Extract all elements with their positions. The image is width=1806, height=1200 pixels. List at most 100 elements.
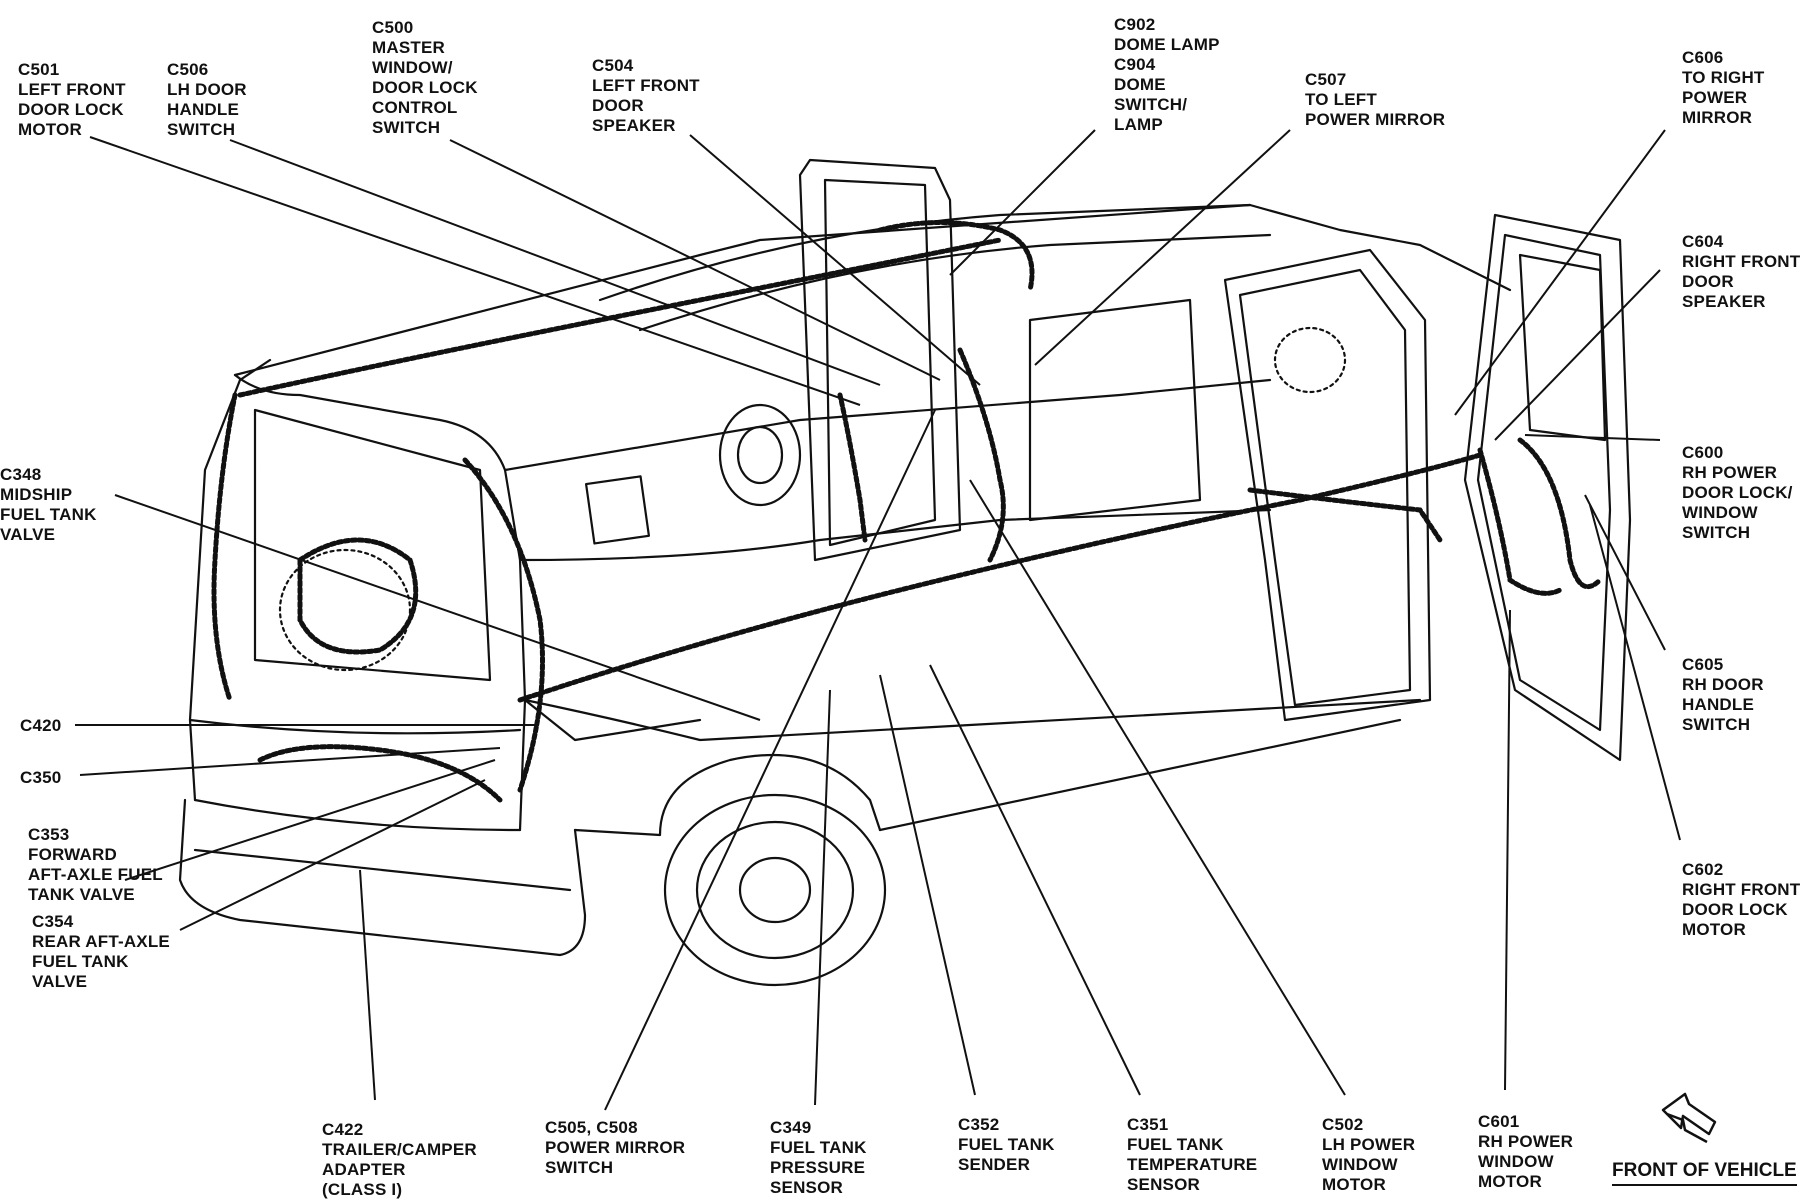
callout-line: DOME [1114,75,1166,94]
callout-line: POWER MIRROR [1305,110,1446,129]
wiring-harness [211,220,1603,803]
callout-line: SWITCH [1682,715,1751,734]
callout-line: FUEL TANK [958,1135,1055,1154]
callout-line: POWER MIRROR [545,1138,686,1157]
callout-line: RIGHT FRONT [1682,880,1801,899]
callout-line: MOTOR [1478,1172,1542,1191]
callout-line: WINDOW/ [372,58,453,77]
callout-line: MIDSHIP [0,485,73,504]
callout-line: SPEAKER [592,116,676,135]
callout-line: CONTROL [372,98,458,117]
callout-line: C604 [1682,232,1724,251]
callout-line: FORWARD [28,845,117,864]
vehicle-body-outline [178,158,1632,987]
callout-line: RIGHT FRONT [1682,252,1801,271]
callout-line: LH POWER [1322,1135,1416,1154]
callout-line: VALVE [0,525,56,544]
callout-line: C902 [1114,15,1156,34]
callout-line: FUEL TANK [1127,1135,1224,1154]
callout-line: VALVE [32,972,88,991]
front-of-vehicle-label: FRONT OF VEHICLE [1612,1160,1797,1186]
callout-line: TO LEFT [1305,90,1377,109]
callout-line: SENSOR [770,1178,843,1197]
callout-line: C507 [1305,70,1347,89]
callout-line: RH POWER [1478,1132,1574,1151]
callout-line: C352 [958,1115,1000,1134]
callout-line: LAMP [1114,115,1163,134]
callout-line: DOME LAMP [1114,35,1220,54]
callout-line: TANK VALVE [28,885,135,904]
callout-line: ADAPTER [322,1160,406,1179]
callout-line: SWITCH [1682,523,1751,542]
callout-line: WINDOW [1682,503,1758,522]
callout-line: MOTOR [1322,1175,1386,1194]
callout-line: C350 [20,768,62,787]
callout-line: TEMPERATURE [1127,1155,1258,1174]
callout-line: TO RIGHT [1682,68,1765,87]
callout-line: C605 [1682,655,1724,674]
callout-line: C602 [1682,860,1724,879]
callout-line: C354 [32,912,74,931]
callout-line: RH DOOR [1682,675,1764,694]
callout-line: C349 [770,1118,812,1137]
front-direction-arrow-icon [1661,1092,1717,1144]
callout-line: LEFT FRONT [592,76,700,95]
callout-line: REAR AFT-AXLE [32,932,170,951]
callout-line: C501 [18,60,60,79]
callout-line: MIRROR [1682,108,1753,127]
callout-line: SENSOR [1127,1175,1200,1194]
callout-line: HANDLE [1682,695,1755,714]
callout-line: C500 [372,18,414,37]
callout-line: WINDOW [1478,1152,1554,1171]
callout-line: TRAILER/CAMPER [322,1140,477,1159]
callout-line: C600 [1682,443,1724,462]
callout-line: C422 [322,1120,364,1139]
callout-line: DOOR [1682,272,1734,291]
callout-line: SPEAKER [1682,292,1766,311]
callout-line: LH DOOR [167,80,247,99]
callout-line: C904 [1114,55,1156,74]
callout-line: DOOR LOCK [372,78,478,97]
callout-line: C502 [1322,1115,1364,1134]
callout-line: FUEL TANK [0,505,97,524]
callout-line: C353 [28,825,70,844]
callout-line: MASTER [372,38,445,57]
callout-line: C420 [20,716,62,735]
callout-c420: C420 [20,716,61,736]
callout-line: FUEL TANK [32,952,129,971]
callout-line: MOTOR [18,120,82,139]
callout-line: LEFT FRONT [18,80,126,99]
callout-line: SENDER [958,1155,1031,1174]
callout-line: DOOR LOCK/ [1682,483,1793,502]
callout-line: SWITCH/ [1114,95,1188,114]
callout-line: SWITCH [372,118,441,137]
callout-line: C351 [1127,1115,1169,1134]
callout-line: POWER [1682,88,1748,107]
callout-line: PRESSURE [770,1158,866,1177]
callout-line: C348 [0,465,42,484]
callout-line: DOOR [592,96,644,115]
callout-line: AFT-AXLE FUEL [28,865,163,884]
callout-line: C606 [1682,48,1724,67]
callout-line: DOOR LOCK [1682,900,1788,919]
callout-line: DOOR LOCK [18,100,124,119]
callout-line: SWITCH [545,1158,614,1177]
